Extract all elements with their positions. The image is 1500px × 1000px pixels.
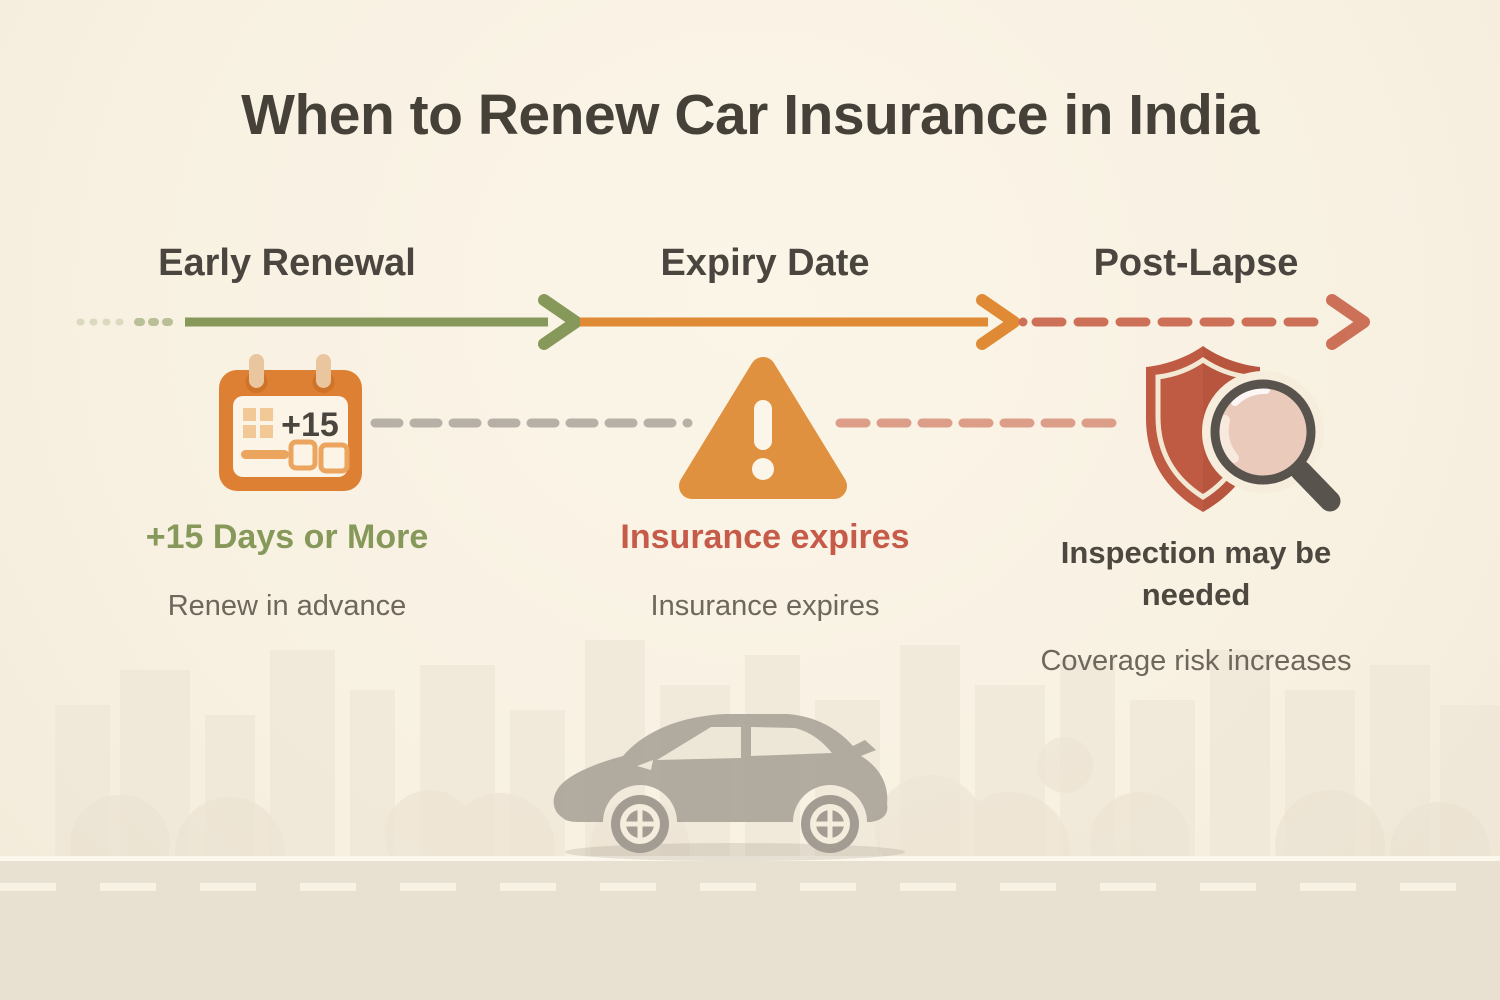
stage-label-early-renewal: Early Renewal xyxy=(158,242,416,284)
calendar-badge-text: +15 xyxy=(281,406,339,444)
headline-early-renewal: +15 Days or More xyxy=(145,518,429,556)
timeline-arrow-red-dashed xyxy=(1018,294,1370,350)
subtext-expiry: Insurance expires xyxy=(650,590,880,622)
suv-silhouette xyxy=(553,714,905,861)
road-lane-marking xyxy=(0,883,1500,891)
warning-triangle-icon xyxy=(679,357,847,499)
icon-connector-line xyxy=(370,418,1127,428)
shield-magnifier-icon xyxy=(1146,346,1341,512)
road xyxy=(0,856,1500,1000)
timeline-arrow-green xyxy=(76,294,582,350)
rear-wheel xyxy=(801,795,859,853)
page-title: When to Renew Car Insurance in India xyxy=(241,83,1259,147)
headline-post-lapse: Inspection may be needed xyxy=(1060,535,1332,612)
timeline-arrow xyxy=(76,294,1370,350)
subtext-post-lapse: Coverage risk increases xyxy=(1040,645,1352,677)
front-wheel xyxy=(611,795,669,853)
timeline-arrow-orange xyxy=(580,294,1020,350)
magnifier-glass xyxy=(1202,371,1341,512)
stage-label-expiry-date: Expiry Date xyxy=(660,242,870,284)
stage-label-post-lapse: Post-Lapse xyxy=(1093,242,1299,284)
subtext-early-renewal: Renew in advance xyxy=(167,590,407,622)
calendar-plus-15-icon: +15 xyxy=(219,354,362,491)
headline-expiry: Insurance expires xyxy=(620,518,910,556)
